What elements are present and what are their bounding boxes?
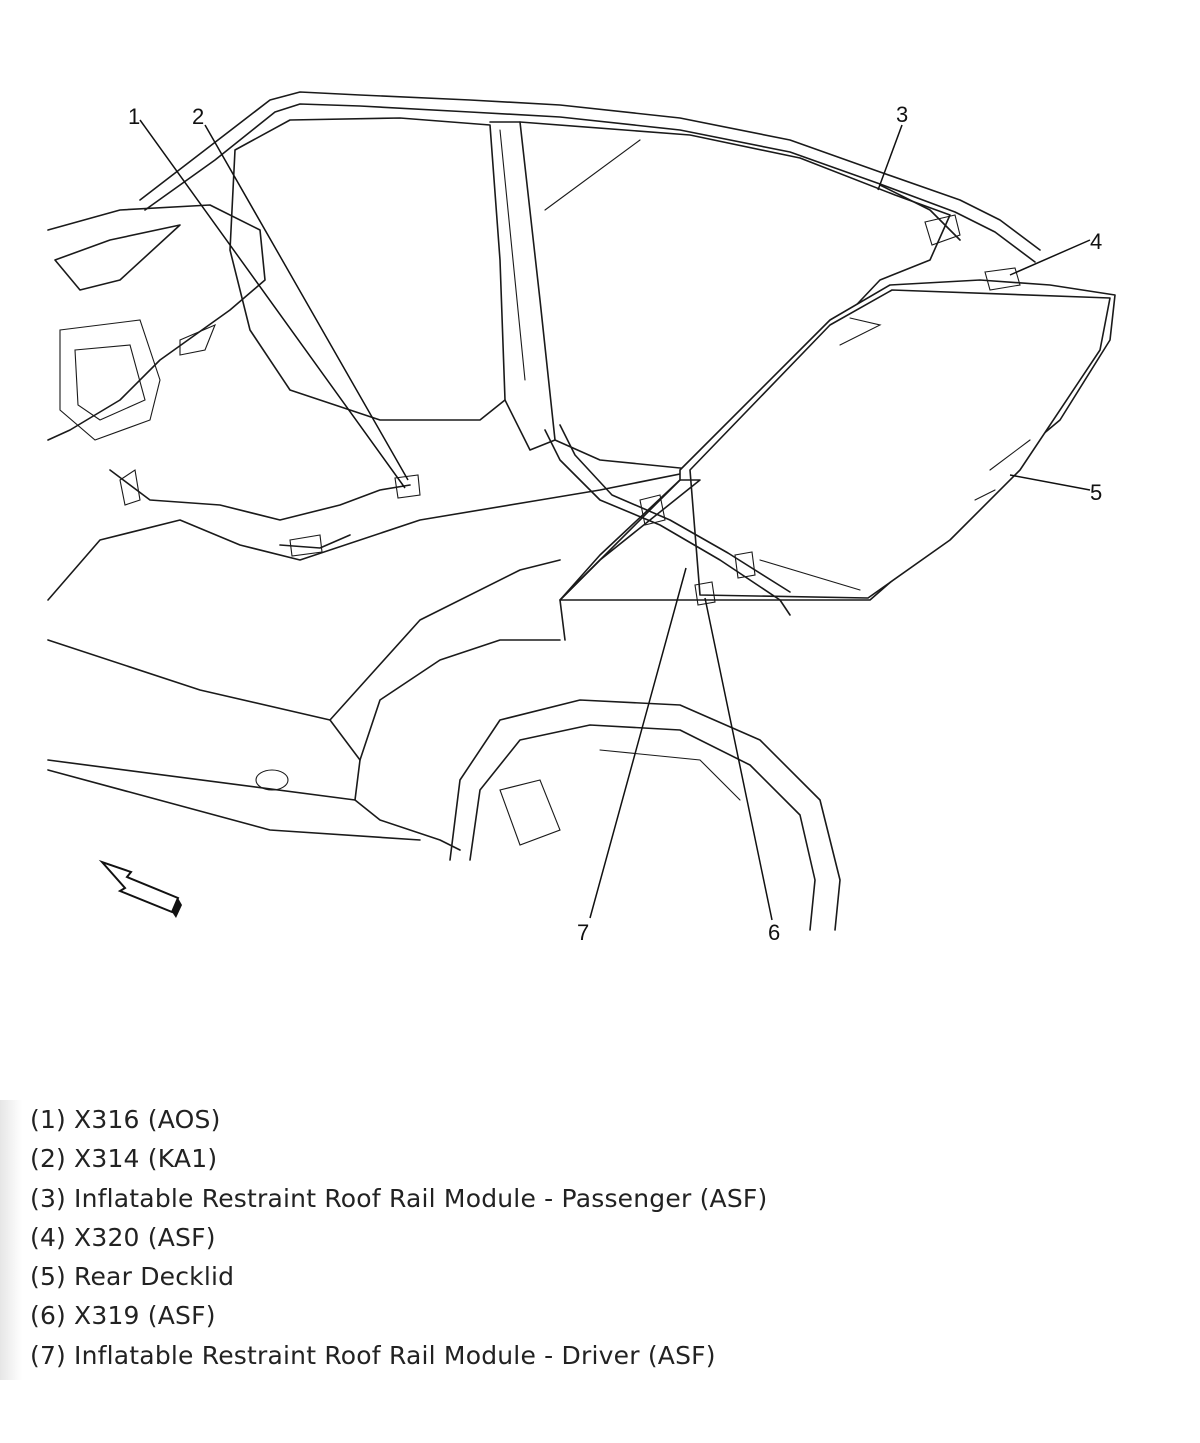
legend-number: (3) — [30, 1183, 67, 1213]
legend-item: (2)X314 (KA1) — [30, 1139, 1170, 1178]
legend-text: Rear Decklid — [74, 1262, 235, 1292]
legend-text: X314 (KA1) — [74, 1144, 218, 1174]
body-structure — [47, 91, 1041, 931]
leader-lines — [139, 119, 1091, 921]
legend-number: (1) — [30, 1105, 67, 1134]
legend-item: (3)Inflatable Restraint Roof Rail Module… — [30, 1179, 1170, 1218]
callout-7: 7 — [577, 920, 589, 945]
roof-rail-driver — [544, 424, 791, 616]
legend-number: (4) — [30, 1222, 67, 1252]
vehicle-interior-diagram: 1 2 3 4 5 6 7 — [47, 91, 1116, 945]
legend-item: (6)X319 (ASF) — [30, 1296, 1170, 1335]
roof-rail-passenger — [879, 184, 1021, 291]
legend-text: X320 (ASF) — [74, 1222, 216, 1252]
rear-decklid — [559, 279, 1116, 641]
legend-text: X319 (ASF) — [74, 1301, 216, 1331]
legend-text: Inflatable Restraint Roof Rail Module - … — [74, 1183, 768, 1213]
callout-5: 5 — [1090, 480, 1102, 505]
legend-item: (7)Inflatable Restraint Roof Rail Module… — [30, 1336, 1170, 1375]
forward-arrow-icon — [98, 859, 182, 918]
legend-text: Inflatable Restraint Roof Rail Module - … — [74, 1340, 716, 1370]
legend-text: X316 (AOS) — [74, 1105, 221, 1134]
diagram-svg: 1 2 3 4 5 6 7 — [47, 91, 1116, 945]
legend-number: (5) — [30, 1262, 67, 1292]
legend-item: (5)Rear Decklid — [30, 1257, 1170, 1296]
legend-number: (7) — [30, 1340, 67, 1370]
callout-6: 6 — [768, 920, 780, 945]
callout-1: 1 — [128, 104, 140, 129]
callout-4: 4 — [1090, 229, 1102, 254]
legend-item: (4)X320 (ASF) — [30, 1218, 1170, 1257]
legend-number: (6) — [30, 1301, 67, 1331]
callout-3: 3 — [896, 102, 908, 127]
legend-item: (1)X316 (AOS) — [30, 1100, 1170, 1139]
legend-number: (2) — [30, 1144, 67, 1174]
callout-2: 2 — [192, 104, 204, 129]
legend-list: (1)X316 (AOS) (2)X314 (KA1) (3)Inflatabl… — [30, 1100, 1170, 1375]
scan-edge-shade — [0, 1100, 22, 1380]
